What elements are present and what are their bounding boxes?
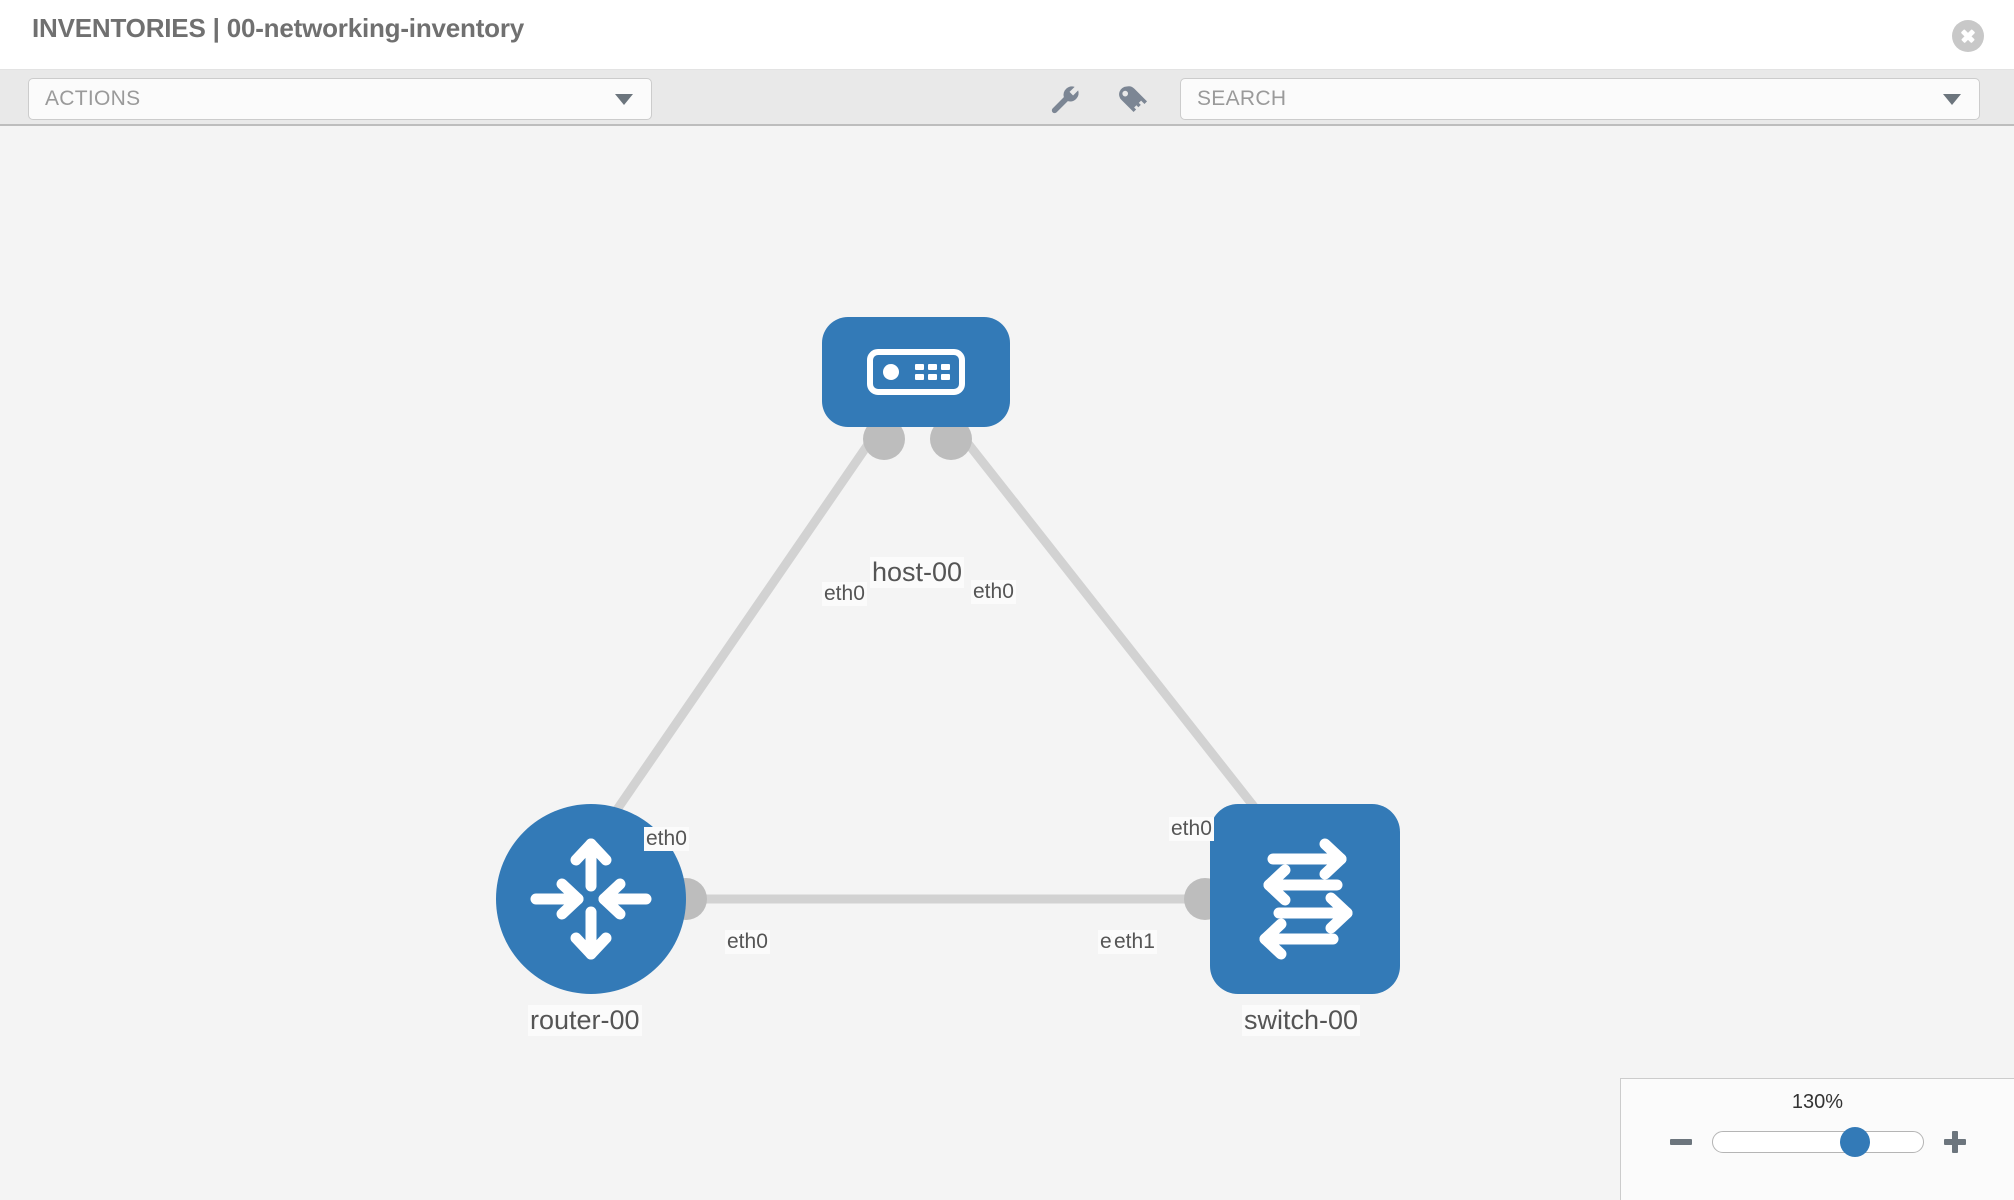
link-connectors: [665, 418, 1264, 920]
chevron-down-icon: [615, 93, 633, 105]
link-label-host-right: eth0: [971, 580, 1016, 604]
server-icon: [867, 349, 965, 395]
zoom-out-button[interactable]: [1668, 1129, 1694, 1155]
actions-dropdown[interactable]: ACTIONS: [28, 78, 652, 120]
link-host-switch: [950, 422, 1275, 832]
node-label-switch: switch-00: [1242, 1005, 1361, 1036]
node-switch-00[interactable]: [1210, 804, 1400, 994]
router-arrows-icon: [530, 838, 652, 960]
wrench-icon[interactable]: [1048, 83, 1082, 117]
page-header: INVENTORIES | 00-networking-inventory: [0, 0, 2014, 70]
zoom-control-panel: 130%: [1620, 1078, 2014, 1200]
connector-host-right: [930, 418, 972, 460]
actions-dropdown-label: ACTIONS: [45, 87, 141, 110]
node-host-00[interactable]: [822, 317, 1010, 427]
zoom-slider[interactable]: [1711, 1127, 1924, 1157]
chevron-down-icon: [1943, 93, 1961, 105]
connector-host-left: [863, 418, 905, 460]
zoom-in-button[interactable]: [1942, 1129, 1968, 1155]
zoom-slider-row: [1621, 1125, 2014, 1159]
zoom-level-label: 130%: [1791, 1091, 1844, 1113]
key-icon[interactable]: [1116, 83, 1150, 117]
page-title: INVENTORIES | 00-networking-inventory: [32, 13, 525, 43]
node-label-host: host-00: [870, 557, 965, 588]
toolbar: ACTIONS SEARCH: [0, 70, 2014, 126]
zoom-slider-thumb[interactable]: [1840, 1127, 1871, 1157]
link-label-host-left: eth0: [822, 582, 867, 606]
close-icon[interactable]: [1952, 20, 1984, 52]
link-label-router-uplink: eth0: [644, 827, 689, 851]
link-label-router-right: eth0: [725, 930, 770, 954]
search-input[interactable]: SEARCH: [1180, 78, 1980, 120]
switch-arrows-icon: [1259, 838, 1353, 960]
link-label-switch-uplink: eth0: [1169, 817, 1214, 841]
topology-canvas[interactable]: host-00 router-00 switch-00 eth0 eth0 et…: [0, 127, 2014, 1200]
link-host-router: [600, 422, 885, 832]
topology-links: [600, 418, 1275, 920]
node-label-router: router-00: [528, 1005, 642, 1036]
link-label-switch-left: eth1: [1112, 930, 1157, 954]
search-placeholder: SEARCH: [1197, 87, 1287, 110]
